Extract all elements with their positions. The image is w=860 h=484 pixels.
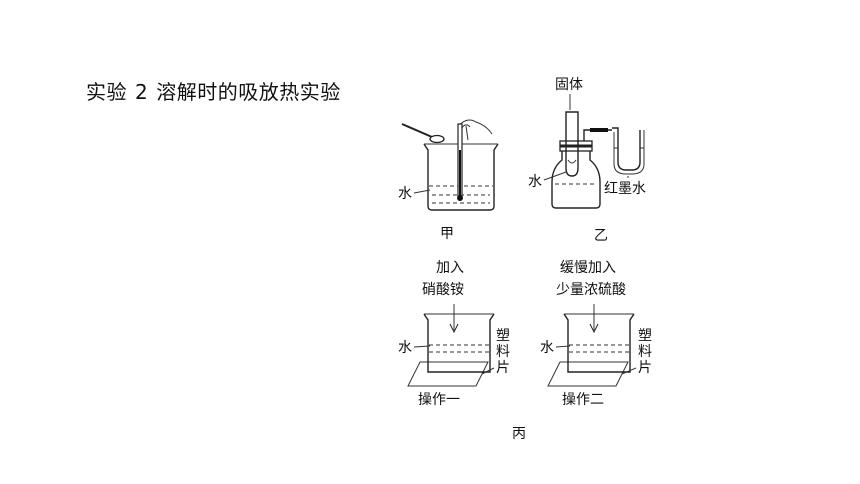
solid-label: 固体 bbox=[555, 77, 583, 93]
op1-plastic-3: 片 bbox=[496, 360, 510, 376]
water-label-yi: 水 bbox=[528, 174, 542, 190]
plastic-sheet-2 bbox=[547, 361, 629, 387]
figure-bing: 加入 硝酸铵 水 塑 料 片 操作一 缓慢加入 少量浓硫酸 bbox=[398, 259, 652, 442]
beaker-jia bbox=[423, 143, 499, 211]
flask-yi bbox=[551, 150, 601, 209]
op1-add-line2: 硝酸铵 bbox=[422, 282, 464, 298]
op1-plastic-2: 料 bbox=[496, 344, 510, 360]
slide-title: 实验 2 溶解时的吸放热实验 bbox=[86, 76, 341, 105]
caption-jia: 甲 bbox=[440, 226, 454, 242]
op1-caption: 操作一 bbox=[418, 392, 460, 408]
op2-plastic-2: 料 bbox=[638, 344, 652, 360]
operation-2: 缓慢加入 少量浓硫酸 水 塑 料 片 操作二 bbox=[540, 259, 652, 408]
op1-add-line1: 加入 bbox=[436, 260, 464, 276]
thermometer-icon bbox=[457, 123, 463, 201]
op2-water-label: 水 bbox=[540, 340, 554, 356]
figure-jia: 水 甲 bbox=[398, 119, 499, 242]
hand-icon bbox=[457, 119, 493, 141]
water-label-jia: 水 bbox=[398, 186, 412, 202]
op1-plastic-1: 塑 bbox=[496, 328, 510, 344]
title-experiment-word: 实验 bbox=[86, 80, 127, 104]
operation-1: 加入 硝酸铵 水 塑 料 片 操作一 bbox=[398, 260, 510, 408]
caption-bing: 丙 bbox=[512, 426, 526, 442]
plastic-sheet-1 bbox=[407, 361, 489, 387]
op2-add-line1: 缓慢加入 bbox=[560, 259, 616, 276]
title-experiment-number: 2 bbox=[135, 80, 149, 104]
op2-plastic-3: 片 bbox=[638, 360, 652, 376]
u-tube bbox=[612, 127, 641, 171]
op1-water-label: 水 bbox=[398, 340, 412, 356]
beaker-op2 bbox=[563, 313, 635, 373]
figure-yi: 固体 水 红墨水 乙 bbox=[528, 77, 646, 244]
beaker-op1 bbox=[423, 313, 495, 373]
op2-plastic-1: 塑 bbox=[638, 328, 652, 344]
solid-funnel bbox=[565, 111, 579, 177]
op2-add-line2: 少量浓硫酸 bbox=[556, 282, 626, 298]
ink-label: 红墨水 bbox=[604, 181, 646, 197]
op2-caption: 操作二 bbox=[562, 392, 604, 408]
title-topic: 溶解时的吸放热实验 bbox=[156, 80, 341, 104]
spoon-icon bbox=[401, 123, 445, 144]
caption-yi: 乙 bbox=[594, 228, 608, 244]
